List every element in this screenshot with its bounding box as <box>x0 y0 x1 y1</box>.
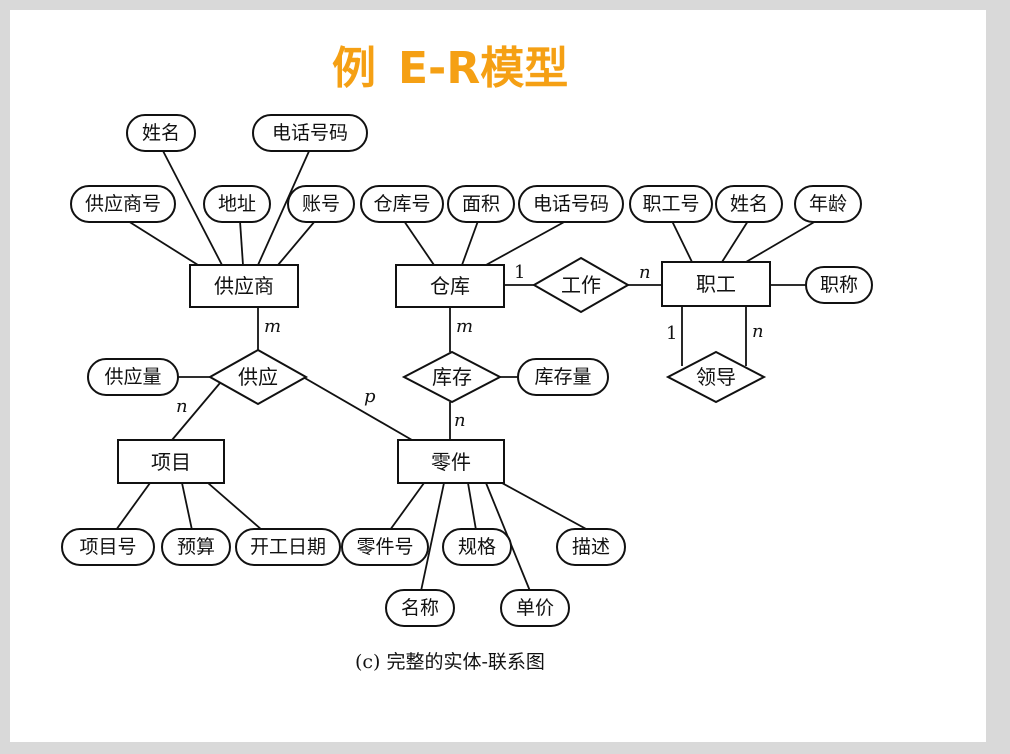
entity-supplier-label: 供应商 <box>214 274 274 298</box>
attr-warehouse-area: 面积 <box>462 193 500 215</box>
card-warehouse-stock: m <box>456 316 473 337</box>
title-prefix: 例 <box>332 43 376 94</box>
attr-project-budget: 预算 <box>177 536 215 558</box>
card-supplier-supply: m <box>264 316 281 337</box>
attr-part-spec-oval <box>442 528 512 566</box>
attr-supplier-addr: 地址 <box>218 193 256 215</box>
attr-employee-title-oval <box>805 266 873 304</box>
card-work-employee: n <box>639 262 651 283</box>
attribute-shapes <box>61 114 873 627</box>
attr-employee-title: 职称 <box>820 274 858 296</box>
entity-supplier-box <box>189 264 299 308</box>
attr-warehouse-no: 仓库号 <box>373 193 430 215</box>
card-supply-part: p <box>364 386 376 407</box>
figure-caption: (c) 完整的实体-联系图 <box>355 651 545 673</box>
attr-part-name-oval <box>385 589 455 627</box>
attr-part-name: 名称 <box>401 597 439 619</box>
entity-employee-box <box>661 261 771 307</box>
attr-part-desc: 描述 <box>572 536 610 558</box>
entity-warehouse-box <box>395 264 505 308</box>
entity-shapes <box>117 261 771 484</box>
card-lead-one: 1 <box>666 323 677 344</box>
attr-supplier-acct: 账号 <box>302 193 340 215</box>
attr-warehouse-phone: 电话号码 <box>533 193 609 215</box>
rel-work-label: 工作 <box>561 273 601 297</box>
attr-supplier-addr-oval <box>203 185 271 223</box>
rel-lead-diamond <box>665 350 767 404</box>
attr-supplier-name: 姓名 <box>142 122 180 144</box>
card-supply-project: n <box>176 396 188 417</box>
attr-part-no-oval <box>341 528 429 566</box>
entity-project-box <box>117 439 225 484</box>
connector-lines <box>115 148 817 592</box>
entity-part-label: 零件 <box>431 450 471 474</box>
rel-stock-diamond <box>401 350 503 404</box>
card-stock-part: n <box>454 410 466 431</box>
attr-supply-qty-oval <box>87 358 179 396</box>
attr-stock-qty-oval <box>517 358 609 396</box>
title-main: E-R模型 <box>398 43 569 94</box>
attr-project-no-oval <box>61 528 155 566</box>
attr-warehouse-area-oval <box>447 185 515 223</box>
relationship-shapes <box>207 256 767 406</box>
attr-warehouse-no-oval <box>360 185 444 223</box>
attr-supplier-name-oval <box>126 114 196 152</box>
rel-stock-label: 库存 <box>432 365 472 389</box>
attr-project-no: 项目号 <box>79 536 136 558</box>
attr-warehouse-phone-oval <box>518 185 624 223</box>
attr-part-desc-oval <box>556 528 626 566</box>
rel-supply-diamond <box>207 348 309 406</box>
rel-lead-label: 领导 <box>696 365 736 389</box>
attr-project-start-oval <box>235 528 341 566</box>
attr-supplier-no-oval <box>70 185 176 223</box>
entity-project-label: 项目 <box>151 450 191 474</box>
attr-part-spec: 规格 <box>458 536 496 558</box>
entity-employee-label: 职工 <box>696 272 736 296</box>
attr-project-budget-oval <box>161 528 231 566</box>
attr-supplier-phone: 电话号码 <box>272 122 348 144</box>
attr-stock-qty: 库存量 <box>534 366 591 388</box>
entity-warehouse-label: 仓库 <box>430 274 470 298</box>
attr-employee-age-oval <box>794 185 862 223</box>
attr-part-price: 单价 <box>516 597 554 619</box>
attr-supplier-acct-oval <box>287 185 355 223</box>
rel-work-diamond <box>531 256 631 314</box>
attr-employee-no: 职工号 <box>642 193 699 215</box>
attr-employee-name: 姓名 <box>730 193 768 215</box>
entity-part-box <box>397 439 505 484</box>
attr-part-price-oval <box>500 589 570 627</box>
slide-title: 例 E-R模型 <box>332 32 568 96</box>
attr-part-no: 零件号 <box>356 536 413 558</box>
attr-project-start: 开工日期 <box>250 536 326 558</box>
attr-employee-age: 年龄 <box>809 193 847 215</box>
attr-employee-no-oval <box>629 185 713 223</box>
rel-supply-label: 供应 <box>238 365 278 389</box>
attr-supplier-no: 供应商号 <box>85 193 161 215</box>
card-lead-many: n <box>752 321 764 342</box>
attr-employee-name-oval <box>715 185 783 223</box>
attr-supply-qty: 供应量 <box>104 366 161 388</box>
card-warehouse-work: 1 <box>514 262 525 283</box>
attr-supplier-phone-oval <box>252 114 368 152</box>
